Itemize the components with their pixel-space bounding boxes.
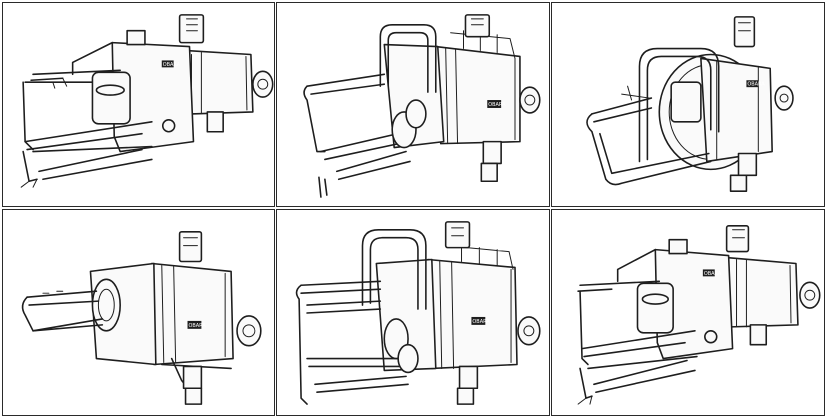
svg-text:OBARA: OBARA [704,271,722,277]
svg-text:OBARA: OBARA [163,62,181,68]
spot-welding-gun-x-type-side-icon: OBARA [577,225,821,405]
panel-1: OBARA [2,2,275,207]
spot-welding-gun-x-type-handle-rear-icon: OBARA [295,221,541,405]
svg-text:OBARA: OBARA [747,82,765,88]
svg-text:OBARA: OBARA [488,102,506,108]
panel-3: OBARA [551,2,825,207]
panel-6: OBARA [551,209,825,416]
spot-welding-gun-c-type-side-icon: OBARA [20,14,274,188]
panel-4: OBARA [2,209,275,416]
spot-welding-gun-x-type-handle-icon: OBARA [303,14,541,198]
spot-welding-gun-c-type-rear-icon: OBARA [21,230,262,405]
panel-5: OBARA [276,209,550,416]
panel-2: OBARA [276,2,550,207]
svg-text:OBARA: OBARA [472,319,490,325]
svg-text:OBARA: OBARA [189,323,207,329]
spot-welding-gun-c-type-front-icon: OBARA [586,16,794,192]
